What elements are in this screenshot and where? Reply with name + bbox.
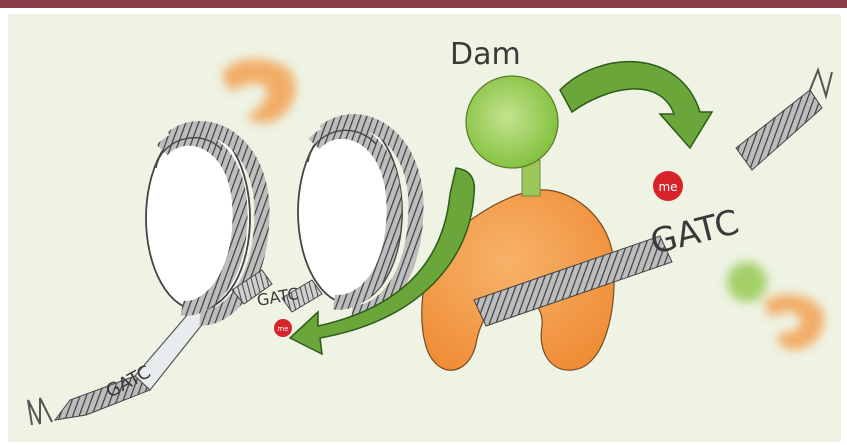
blurred-enzyme-bottom-right [727, 262, 824, 350]
methyl-label-right: me [658, 180, 677, 194]
dam-enzyme-icon [466, 76, 558, 168]
methyl-label-small: me [277, 325, 288, 333]
dam-label: Dam [450, 37, 521, 72]
gatc-label-right: GATC [647, 202, 744, 262]
nucleosome-icon [298, 120, 416, 312]
blurred-enzyme-top-left [222, 59, 296, 123]
curved-arrow-icon [560, 62, 712, 148]
